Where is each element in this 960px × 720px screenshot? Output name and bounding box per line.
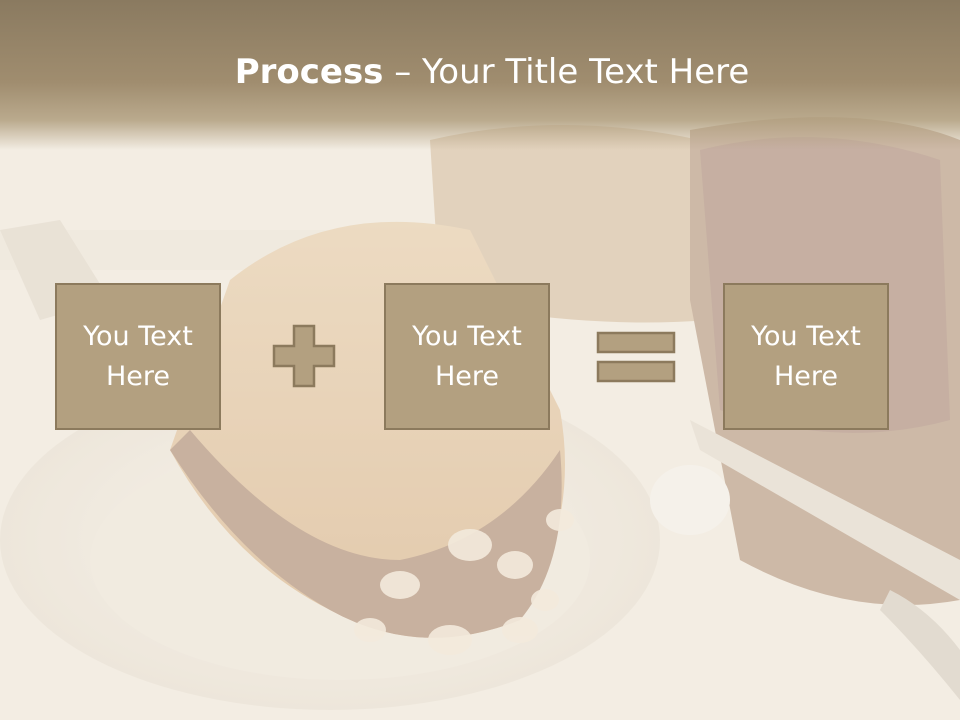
plus-icon xyxy=(272,324,336,388)
slide-title: Process – Your Title Text Here xyxy=(0,52,960,92)
process-box-2[interactable]: You Text Here xyxy=(384,283,550,430)
title-rest-text: – Your Title Text Here xyxy=(383,52,750,92)
process-box-1[interactable]: You Text Here xyxy=(55,283,221,430)
process-box-label: You Text Here xyxy=(412,320,522,392)
title-band xyxy=(0,0,960,150)
title-strong-text: Process xyxy=(234,52,384,92)
process-box-3[interactable]: You Text Here xyxy=(723,283,889,430)
equals-icon xyxy=(596,331,676,383)
process-box-label: You Text Here xyxy=(751,320,861,392)
process-box-label: You Text Here xyxy=(83,320,193,392)
